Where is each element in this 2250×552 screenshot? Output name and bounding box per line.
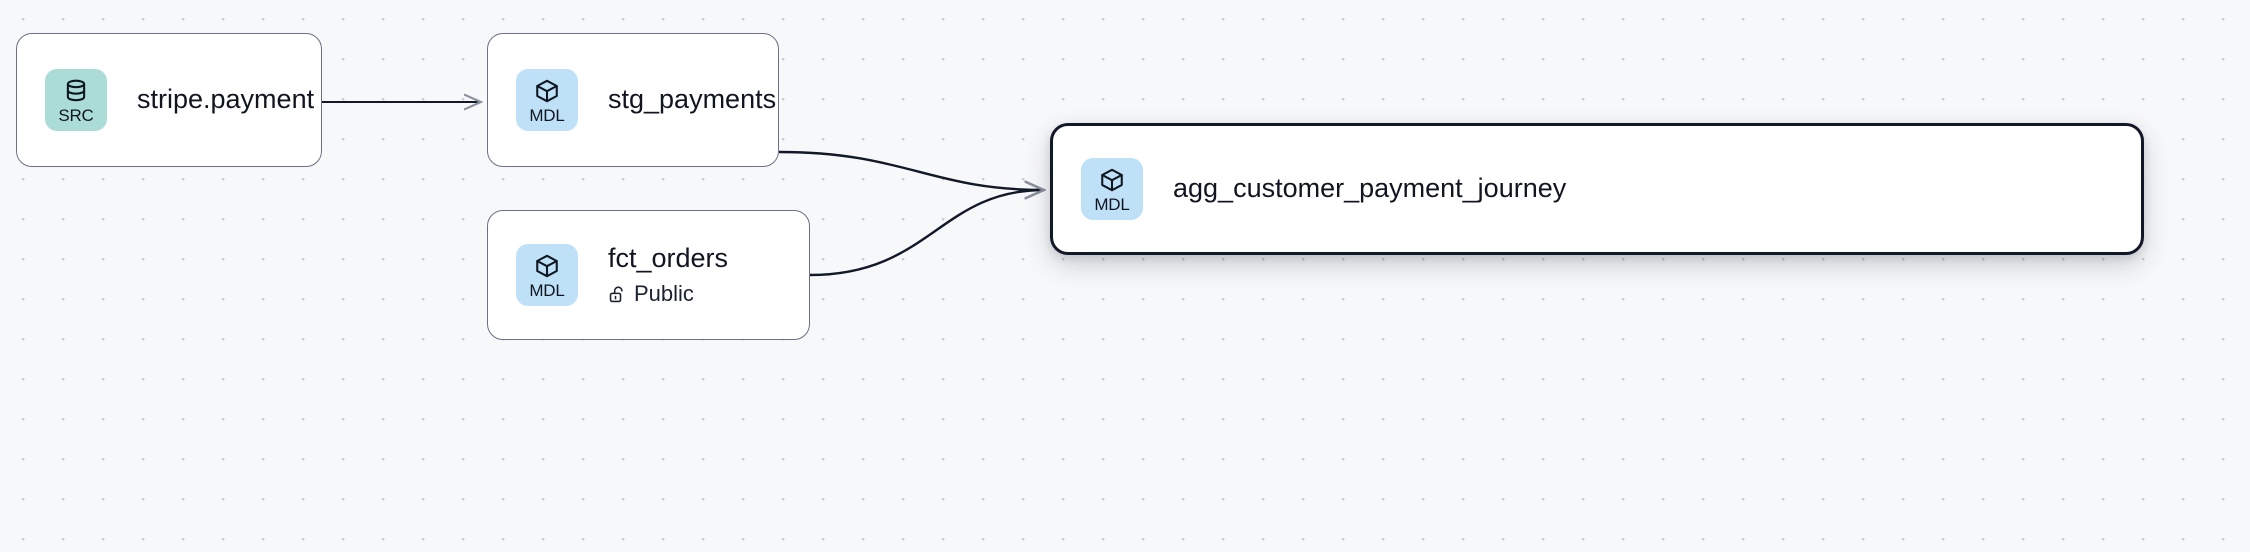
node-title: stripe.payment bbox=[137, 84, 315, 115]
node-stripe-payment[interactable]: SRC stripe.payment bbox=[16, 33, 322, 167]
database-icon bbox=[63, 76, 89, 104]
node-body: stripe.payment bbox=[137, 84, 314, 115]
node-agg-customer-payment-journey[interactable]: MDL agg_customer_payment_journey bbox=[1050, 123, 2144, 255]
edge-fct-orders-to-agg bbox=[809, 190, 1044, 277]
badge-src: SRC bbox=[45, 69, 107, 131]
node-body: stg_payments bbox=[608, 84, 776, 115]
edge-stg-payments-to-agg bbox=[778, 150, 1044, 190]
badge-mdl: MDL bbox=[1081, 158, 1143, 220]
node-title: fct_orders bbox=[608, 242, 729, 273]
visibility-label: Public bbox=[634, 281, 694, 307]
cube-icon bbox=[1099, 165, 1125, 193]
badge-mdl: MDL bbox=[516, 69, 578, 131]
badge-mdl: MDL bbox=[516, 244, 578, 306]
node-body: agg_customer_payment_journey bbox=[1173, 173, 1566, 204]
cube-icon bbox=[534, 251, 560, 279]
badge-label: SRC bbox=[58, 106, 94, 125]
node-body: fct_orders Public bbox=[608, 243, 728, 307]
visibility-badge: Public bbox=[608, 281, 728, 307]
node-title: stg_payments bbox=[608, 84, 777, 115]
node-fct-orders[interactable]: MDL fct_orders Public bbox=[487, 210, 810, 340]
node-title: agg_customer_payment_journey bbox=[1173, 173, 1567, 204]
node-stg-payments[interactable]: MDL stg_payments bbox=[487, 33, 779, 167]
unlock-icon bbox=[608, 285, 627, 304]
badge-label: MDL bbox=[1094, 195, 1130, 214]
cube-icon bbox=[534, 76, 560, 104]
badge-label: MDL bbox=[529, 106, 565, 125]
badge-label: MDL bbox=[529, 281, 565, 300]
